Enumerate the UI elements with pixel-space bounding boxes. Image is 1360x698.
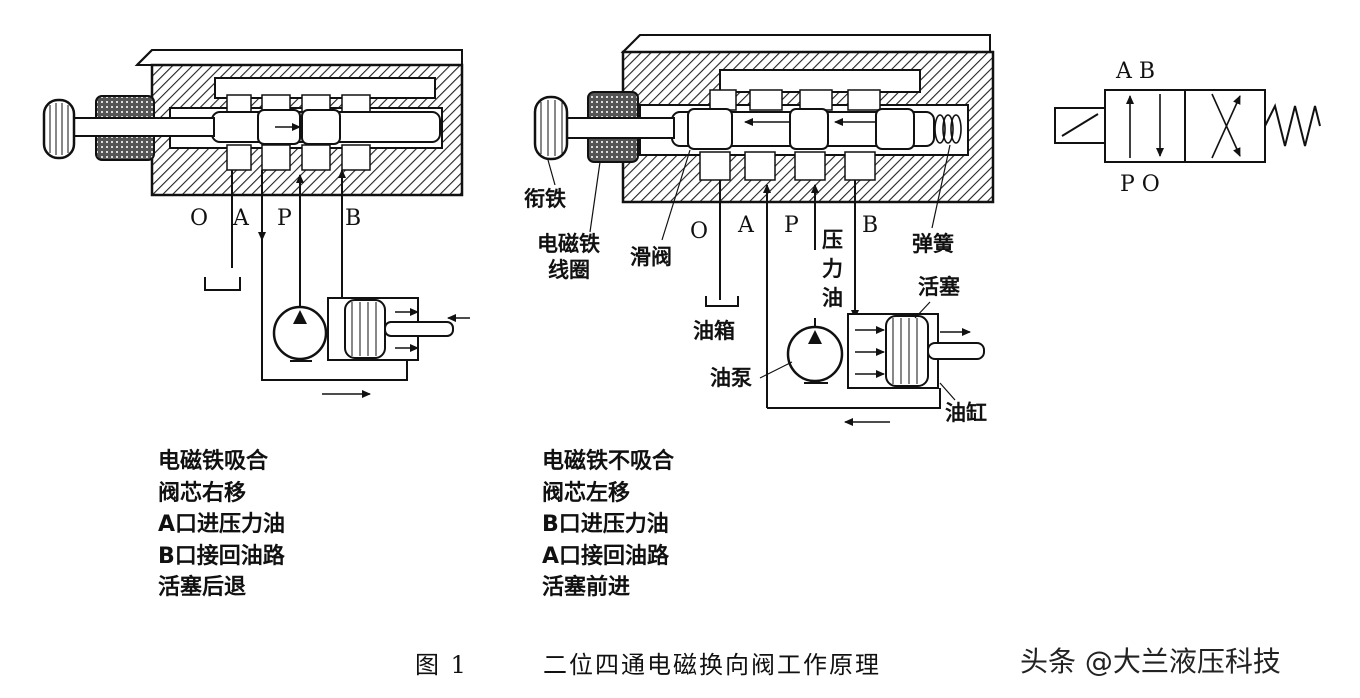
figure-number: 图 1 [415, 651, 468, 679]
left-description-line: 活塞后退 [158, 575, 247, 600]
left-valve: O A P B [42, 49, 470, 398]
port-o-label: O [690, 219, 708, 244]
valve-symbol: A B P O [1054, 59, 1321, 197]
port-p-label: P [784, 213, 799, 238]
middle-description: 电磁铁不吸合 阀芯左移 B口进压力油 A口接回油路 活塞前进 [542, 446, 674, 604]
port-a-label: A [737, 213, 755, 238]
port-b-label: B [345, 206, 361, 231]
cylinder-label: 油缸 [945, 401, 987, 425]
armature-knob [42, 98, 76, 160]
pressure-oil-label-3: 油 [822, 286, 843, 310]
piston-label: 活塞 [918, 275, 961, 299]
coil-label-line1: 电磁铁 [537, 232, 600, 256]
pump-label: 油泵 [710, 366, 752, 390]
pressure-oil-label-2: 力 [822, 257, 843, 281]
middle-description-line: A口接回油路 [542, 543, 670, 569]
left-description-line: B口接回油路 [158, 543, 285, 569]
spring-label: 弹簧 [912, 232, 954, 256]
armature-knob [533, 95, 569, 161]
tank-label: 油箱 [693, 319, 735, 343]
port-b-label: B [862, 213, 878, 238]
middle-description-line: 活塞前进 [542, 575, 631, 600]
watermark: 头条 @大兰液压科技 [1020, 645, 1281, 678]
middle-description-line: 电磁铁不吸合 [542, 449, 675, 474]
coil-label-line2: 线圈 [548, 258, 590, 282]
middle-valve: O A P B 衔铁 电磁铁 线圈 滑阀 压 力 油 弹簧 活塞 油箱 油泵 油… [524, 34, 995, 426]
left-description-line: 阀芯右移 [158, 480, 247, 506]
spool-label: 滑阀 [630, 245, 672, 269]
middle-description-line: 阀芯左移 [542, 480, 631, 506]
pressure-oil-label-1: 压 [822, 228, 843, 252]
spring [934, 114, 962, 144]
port-p-label: P [277, 206, 292, 231]
symbol-bottom-labels: P O [1120, 172, 1160, 197]
port-a-label: A [232, 206, 250, 231]
figure-title: 二位四通电磁换向阀工作原理 [543, 651, 881, 679]
left-description-line: A口进压力油 [158, 512, 286, 537]
port-o-label: O [190, 206, 208, 231]
middle-description-line: B口进压力油 [542, 512, 669, 537]
armature-label: 衔铁 [524, 187, 566, 211]
symbol-top-labels: A B [1115, 59, 1155, 84]
left-description: 电磁铁吸合 阀芯右移 A口进压力油 B口接回油路 活塞后退 [158, 446, 285, 604]
left-description-line: 电磁铁吸合 [158, 449, 269, 474]
